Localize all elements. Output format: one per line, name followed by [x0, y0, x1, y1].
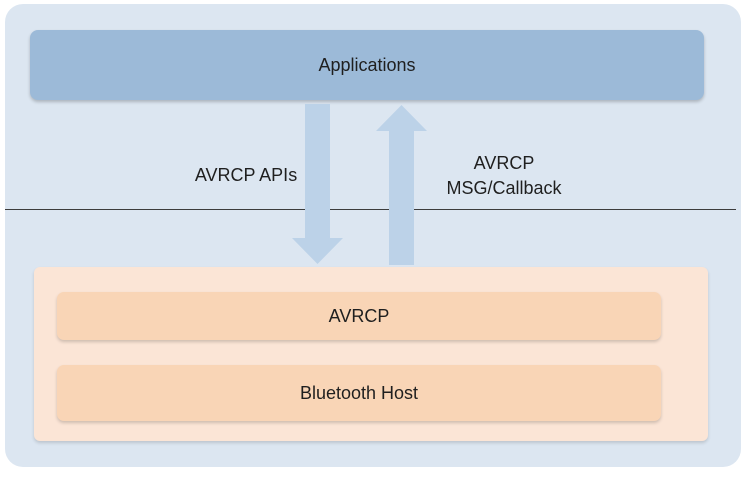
avrcp-apis-text: AVRCP APIs — [194, 165, 298, 185]
avrcp-layer-box: AVRCP — [57, 292, 661, 340]
layer-divider-line — [5, 209, 736, 210]
down-arrow-label: AVRCP APIs — [190, 163, 302, 188]
avrcp-layer-label: AVRCP — [328, 305, 390, 326]
up-arrow-label-line2: MSG/Callback — [446, 178, 562, 198]
bluetooth-host-layer-label: Bluetooth Host — [299, 382, 419, 403]
applications-label: Applications — [318, 54, 416, 75]
applications-box: Applications — [30, 30, 704, 100]
bluetooth-host-layer-box: Bluetooth Host — [57, 365, 661, 421]
up-arrow-label: AVRCP MSG/Callback — [436, 151, 572, 201]
up-arrow-label-line1: AVRCP — [473, 153, 535, 173]
